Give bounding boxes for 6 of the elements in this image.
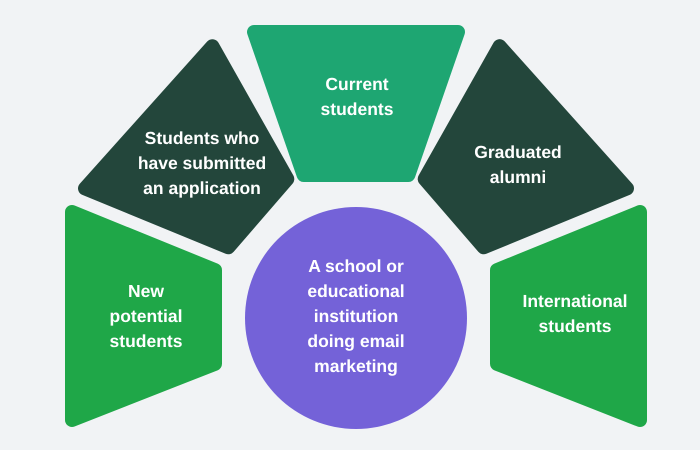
segment-label: A school or educational institution doing email marketing bbox=[306, 254, 406, 378]
segment-label: Students who have submitted an application bbox=[136, 126, 268, 200]
segment-label: Current students bbox=[320, 73, 394, 121]
segment-label: New potential students bbox=[108, 280, 184, 352]
segment-label: Graduated alumni bbox=[473, 141, 563, 189]
segment-label: International students bbox=[521, 290, 628, 338]
